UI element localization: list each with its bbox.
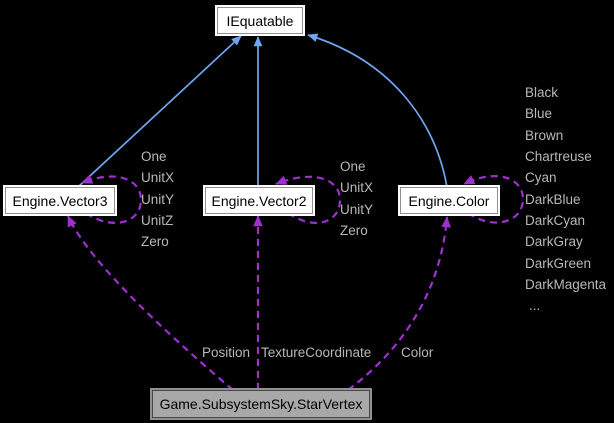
node-label: IEquatable	[226, 12, 294, 29]
member-label: DarkGreen	[525, 255, 592, 271]
vector2-member-list: One UnitX UnitY Zero	[340, 156, 373, 241]
edge-starvertex-to-vector3	[66, 215, 234, 391]
node-label: Engine.Vector3	[12, 192, 108, 209]
member-label: UnitY	[141, 191, 175, 207]
edge-color-self-loop	[463, 175, 525, 224]
member-label: UnitX	[340, 180, 374, 196]
node-engine-vector2[interactable]: Engine.Vector2	[205, 187, 313, 214]
member-label: Zero	[340, 223, 368, 239]
node-engine-color[interactable]: Engine.Color	[400, 187, 498, 214]
edge-vector3-self-loop	[81, 174, 143, 224]
member-label: UnitY	[340, 201, 374, 217]
member-label: DarkMagenta	[525, 277, 607, 293]
node-engine-vector3[interactable]: Engine.Vector3	[5, 187, 115, 214]
member-label: Cyan	[525, 170, 557, 186]
member-label: ...	[529, 298, 541, 314]
member-label: DarkBlue	[525, 191, 581, 207]
member-label: One	[340, 159, 366, 174]
member-label: Zero	[141, 234, 169, 250]
edge-label-texturecoordinate: TextureCoordinate	[261, 345, 372, 360]
edge-vector2-self-loop	[275, 175, 342, 224]
member-label: Black	[525, 85, 559, 100]
member-label: Blue	[525, 106, 553, 122]
node-label: Game.SubsystemSky.StarVertex	[159, 396, 363, 412]
node-label: Engine.Vector2	[211, 192, 307, 209]
node-label: Engine.Color	[408, 192, 490, 209]
edge-color-to-iequatable	[307, 33, 448, 188]
vector3-member-list: One UnitX UnitY UnitZ Zero	[141, 146, 174, 253]
member-label: Brown	[525, 127, 564, 143]
member-label: UnitZ	[141, 213, 174, 229]
node-iequatable[interactable]: IEquatable	[217, 7, 303, 34]
edge-label-position: Position	[202, 345, 251, 360]
member-label: One	[141, 149, 167, 164]
member-label: UnitX	[141, 170, 175, 186]
node-game-subsystemsky-starvertex: Game.SubsystemSky.StarVertex	[152, 390, 370, 418]
edge-vector3-to-iequatable	[77, 35, 242, 188]
member-label: Chartreuse	[525, 149, 592, 165]
edge-starvertex-to-color	[347, 216, 451, 391]
edge-label-color: Color	[401, 345, 434, 360]
member-label: DarkCyan	[525, 213, 586, 229]
color-member-list: Black Blue Brown Chartreuse Cyan DarkBlu…	[525, 82, 606, 317]
member-label: DarkGray	[525, 234, 583, 250]
